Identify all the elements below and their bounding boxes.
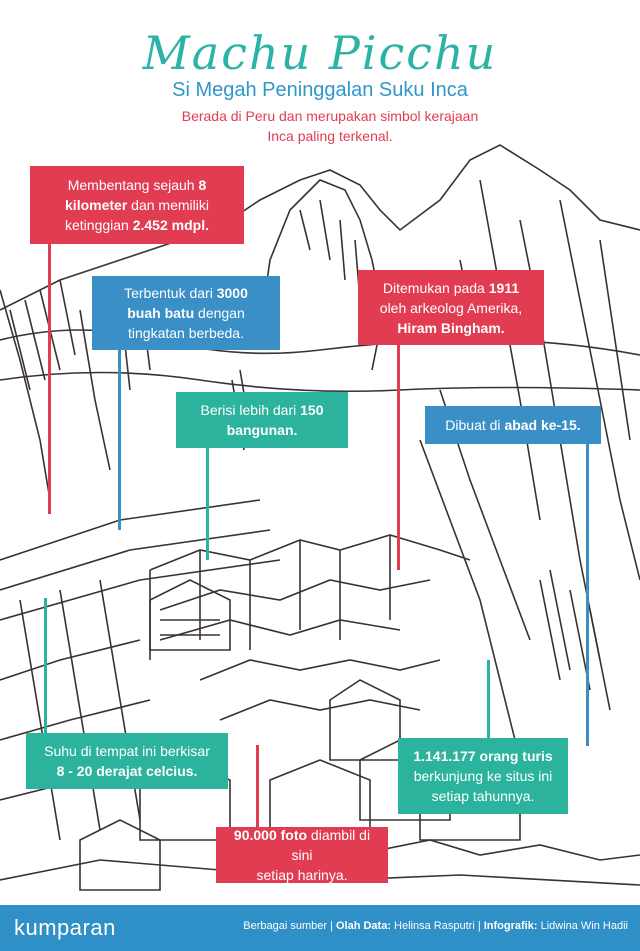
- fact-tourists: 1.141.177 orang turis berkunjung ke situ…: [398, 738, 568, 814]
- connector-buildings: [206, 448, 209, 560]
- fact-buildings: Berisi lebih dari 150 bangunan.: [176, 392, 348, 448]
- fact-temperature: Suhu di tempat ini berkisar 8 - 20 deraj…: [26, 733, 228, 789]
- page-subtitle: Si Megah Peninggalan Suku Inca: [172, 79, 468, 101]
- page-description: Berada di Peru dan merupakan simbol kera…: [150, 106, 510, 146]
- footer-bar: kumparan Berbagai sumber | Olah Data: He…: [0, 905, 640, 951]
- footer-credits: Berbagai sumber | Olah Data: Helinsa Ras…: [243, 920, 628, 932]
- connector-tourists: [487, 660, 490, 740]
- fact-stones: Terbentuk dari 3000 buah batu dengan tin…: [92, 276, 280, 350]
- fact-photos: 90.000 foto diambil di sini setiap harin…: [216, 827, 388, 883]
- kumparan-logo[interactable]: kumparan: [14, 915, 116, 940]
- connector-photos: [256, 745, 259, 827]
- connector-century: [586, 444, 589, 746]
- connector-temperature: [44, 598, 47, 733]
- fact-distance: Membentang sejauh 8 kilometer dan memili…: [30, 166, 244, 244]
- connector-stones: [118, 350, 121, 530]
- description-line-1: Berada di Peru dan merupakan simbol kera…: [181, 108, 479, 124]
- description-line-2: Inca paling terkenal.: [267, 128, 393, 144]
- page-title: Machu Picchu: [142, 26, 498, 80]
- fact-century: Dibuat di abad ke-15.: [425, 406, 601, 444]
- fact-discovery: Ditemukan pada 1911 oleh arkeolog Amerik…: [358, 270, 544, 345]
- connector-discovery: [397, 345, 400, 570]
- connector-distance: [48, 244, 51, 514]
